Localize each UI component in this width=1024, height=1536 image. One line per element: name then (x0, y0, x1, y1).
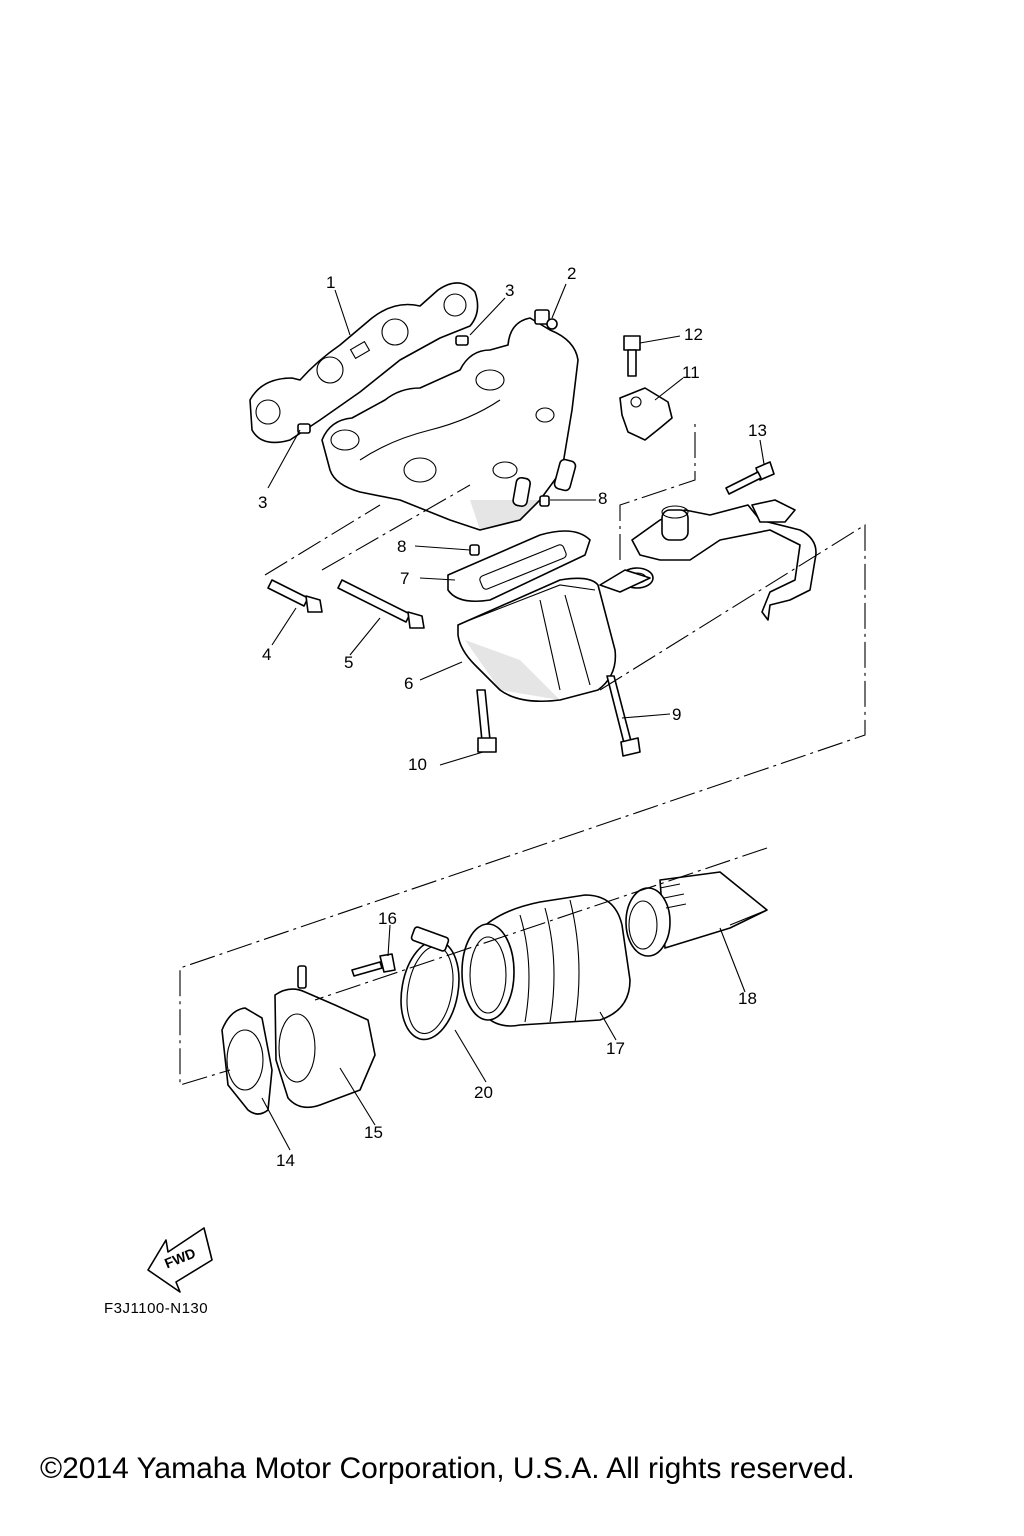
callout-7: 7 (400, 569, 410, 588)
alignment-lines (179, 420, 866, 1086)
water-hose-fitting (631, 499, 817, 621)
callout-12: 12 (684, 325, 703, 344)
callout-11: 11 (682, 363, 700, 382)
part-10-bolt (476, 689, 497, 753)
callout-8-right: 8 (598, 489, 608, 508)
part-18-pipe (625, 871, 768, 957)
callout-2: 2 (567, 264, 577, 283)
part-12-bolt (623, 335, 641, 377)
callout-14: 14 (276, 1151, 295, 1170)
callout-13: 13 (748, 421, 767, 440)
callout-17: 17 (606, 1039, 625, 1058)
callout-8-left: 8 (397, 537, 407, 556)
callout-5: 5 (344, 653, 354, 672)
callout-6: 6 (404, 674, 414, 693)
callout-15: 15 (364, 1123, 383, 1142)
copyright-notice: ©2014 Yamaha Motor Corporation, U.S.A. A… (40, 1452, 855, 1485)
part-15-flange (274, 965, 376, 1109)
part-17-hose (461, 894, 631, 1027)
callout-10: 10 (408, 755, 427, 774)
part-9-bolt (606, 675, 641, 757)
part-3-dowel-pins (297, 335, 469, 434)
diagram-code: F3J1100-N130 (104, 1300, 209, 1317)
callout-18: 18 (738, 989, 757, 1008)
leader-lines (261, 283, 765, 1151)
callout-1: 1 (326, 273, 336, 292)
part-5-bolt (337, 579, 425, 629)
callout-3-upper: 3 (505, 281, 515, 300)
part-4-bolt (267, 579, 323, 613)
part-13-bolt (725, 461, 775, 495)
part-8-dowel-pins (469, 495, 550, 556)
part-2-exhaust-manifold (321, 309, 579, 531)
part-16-bolt (351, 953, 396, 977)
fwd-arrow-icon (147, 1227, 213, 1293)
callout-4: 4 (262, 645, 272, 664)
callout-16: 16 (378, 909, 397, 928)
part-20-clamp (400, 926, 460, 1041)
part-6-exhaust-pipe (457, 567, 654, 703)
callout-9: 9 (672, 705, 682, 724)
part-7-gasket (447, 530, 591, 603)
callout-20: 20 (474, 1083, 493, 1102)
part-11-bracket (619, 387, 673, 441)
part-14-gasket (221, 1007, 273, 1115)
callout-3-lower: 3 (258, 493, 268, 512)
